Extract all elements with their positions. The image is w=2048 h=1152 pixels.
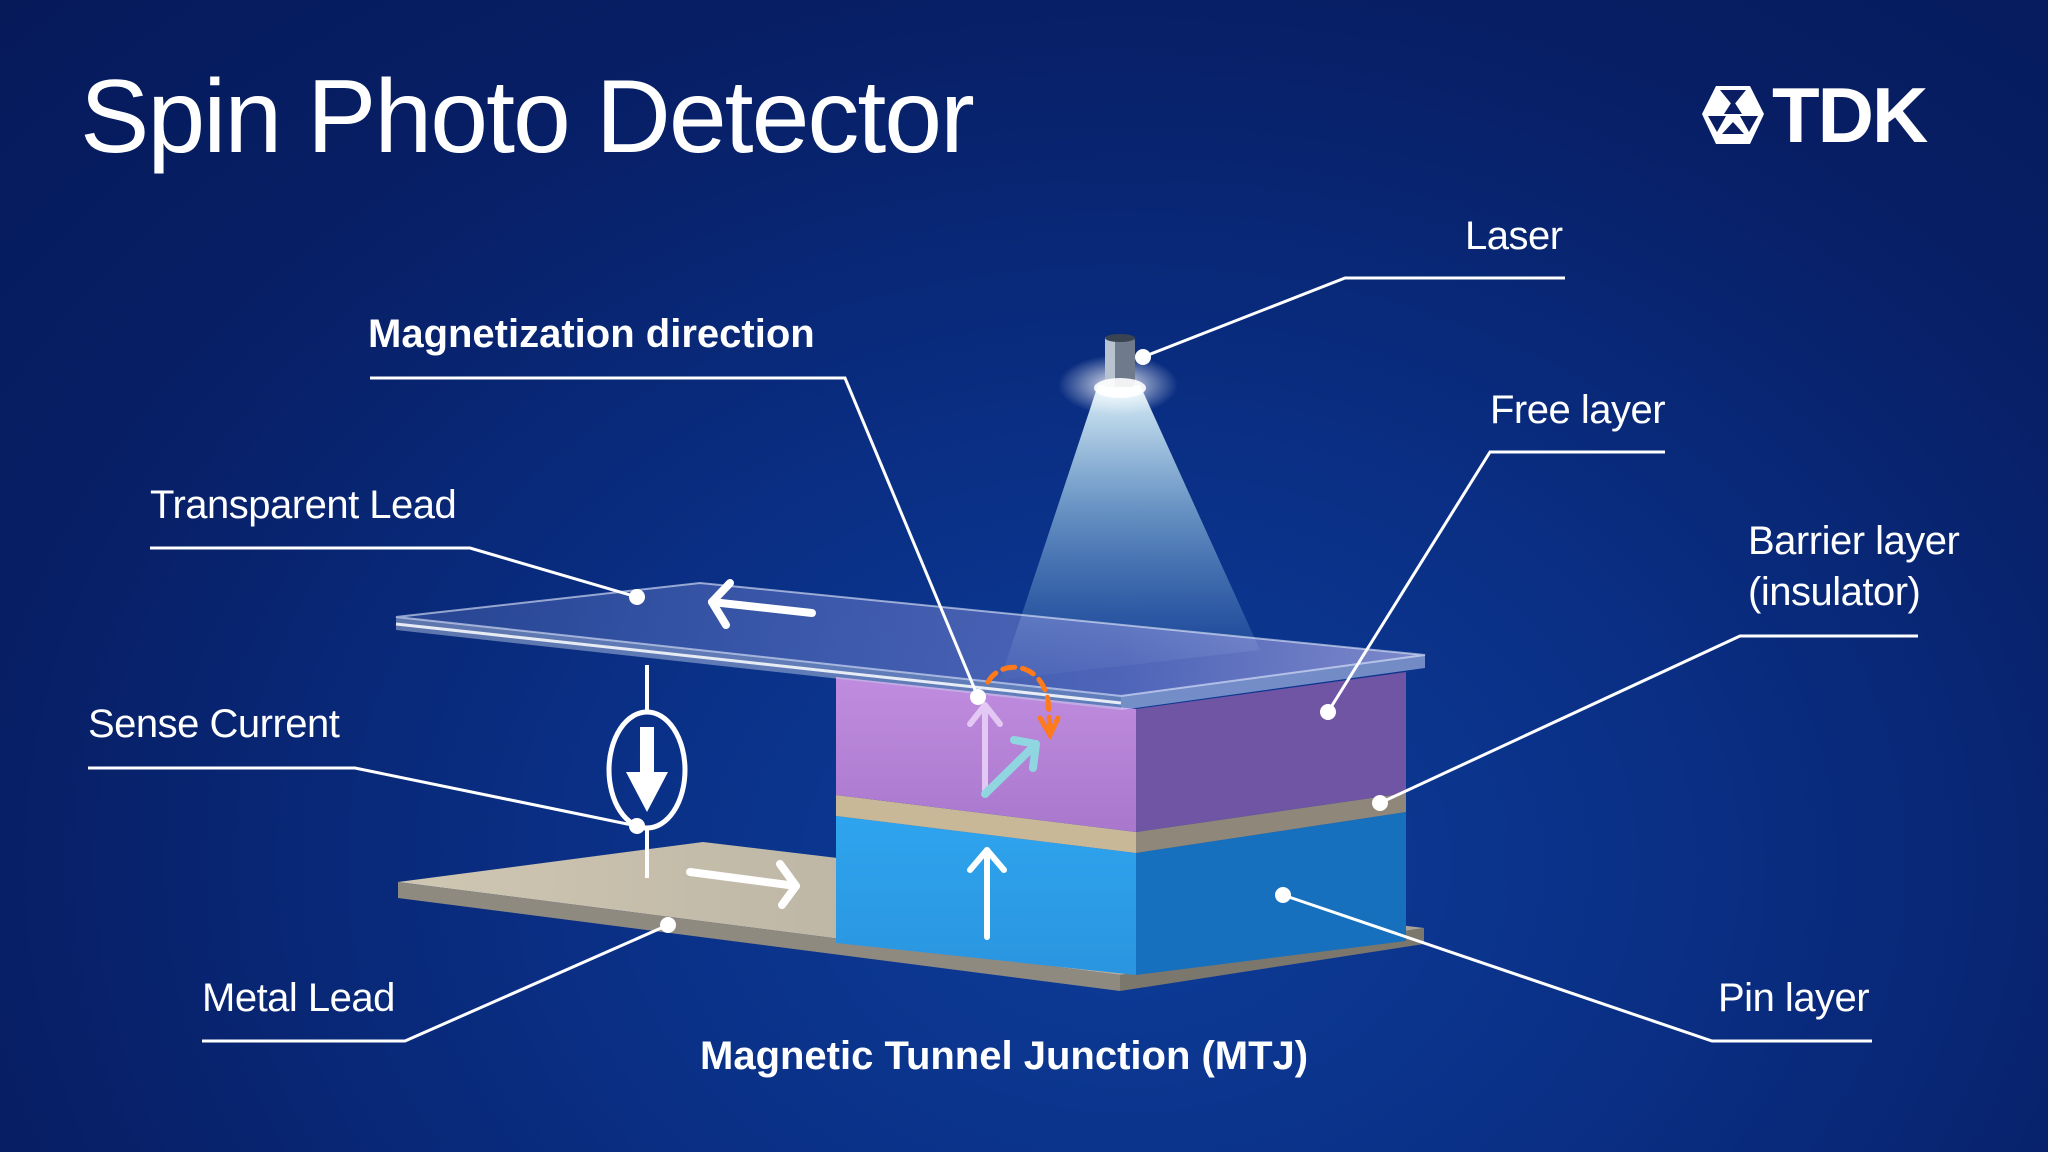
leader-pin-layer [1282, 893, 1872, 1043]
label-mtj: Magnetic Tunnel Junction (MTJ) [700, 1034, 1309, 1078]
label-free-layer: Free layer [1490, 388, 1666, 432]
rotation-dashed-arrow-icon [985, 664, 1061, 741]
leader-transparent-lead [150, 546, 638, 599]
tdk-logo: TDK [1700, 71, 1928, 159]
laser-device [1094, 334, 1146, 398]
label-laser: Laser [1465, 214, 1563, 258]
tdk-triangle-logo-icon [1702, 86, 1764, 144]
leader-dots [629, 349, 1388, 933]
free-initial-up-arrow-icon [967, 702, 1003, 797]
label-barrier-layer: Barrier layer [1748, 519, 1960, 563]
leader-barrier [1379, 634, 1918, 805]
label-magnetization-direction: Magnetization direction [368, 312, 815, 356]
pin-up-arrow-icon [967, 847, 1007, 940]
sense-current-source-icon [606, 665, 688, 878]
leader-magnetization [370, 376, 980, 698]
label-sense-current: Sense Current [88, 702, 340, 746]
label-pin-layer: Pin layer [1718, 976, 1870, 1020]
free-rotated-arrow-icon [981, 736, 1040, 798]
leader-free-layer [1326, 450, 1665, 713]
leader-metal-lead [202, 923, 669, 1043]
label-transparent-lead: Transparent Lead [150, 483, 457, 527]
metal-lead-right-arrow-icon [686, 860, 800, 909]
leader-sense-current [88, 766, 638, 828]
page-title: Spin Photo Detector [80, 59, 975, 175]
barrier-layer [836, 793, 1406, 853]
transparent-lead [395, 581, 1426, 710]
label-metal-lead: Metal Lead [202, 976, 395, 1020]
transparent-lead-left-arrow-icon [708, 579, 816, 629]
leader-lines [88, 276, 1918, 1043]
leader-laser [1142, 276, 1565, 359]
tdk-wordmark: TDK [1772, 71, 1928, 159]
label-barrier-insulator: (insulator) [1748, 570, 1921, 614]
